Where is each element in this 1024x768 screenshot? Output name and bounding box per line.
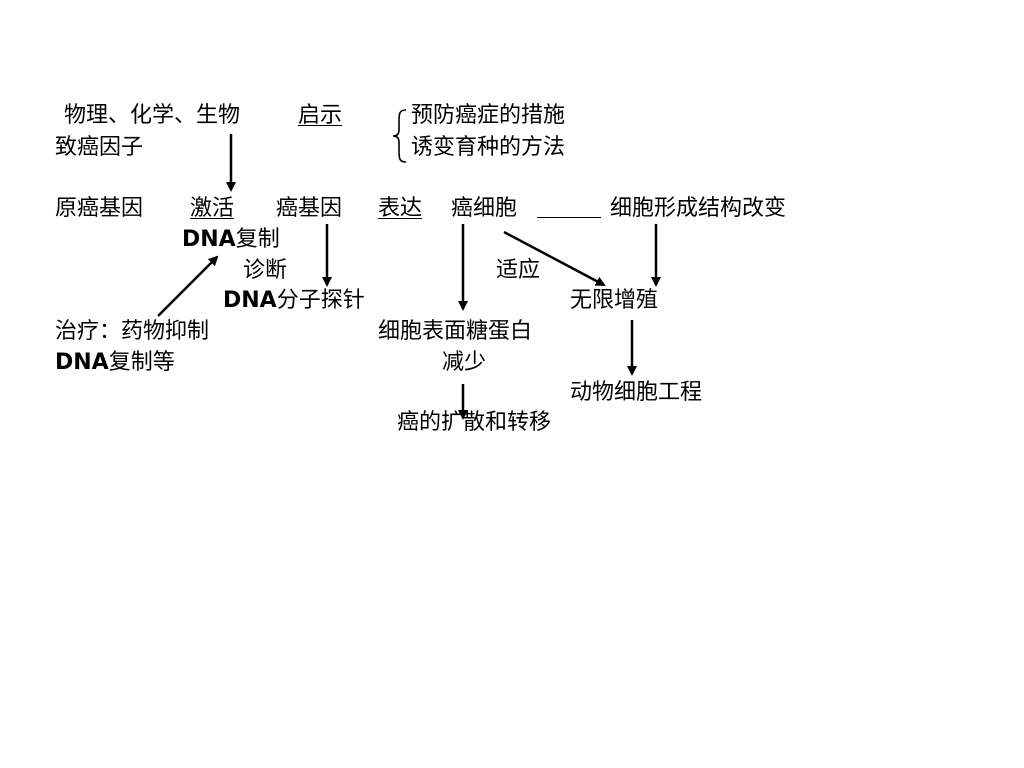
factors-label-bottom: 致癌因子 — [55, 135, 144, 160]
brace-item-breeding: 诱变育种的方法 — [411, 135, 566, 160]
oncogene-label: 癌基因 — [276, 196, 343, 221]
proto-oncogene-label: 原癌基因 — [55, 196, 144, 221]
cancer-cell-label: 癌细胞 — [451, 196, 518, 221]
arrow-treatment-to-replication — [157, 255, 219, 317]
label-biaoda: 表达 — [378, 196, 423, 221]
label-qishi: 启示 — [298, 103, 343, 128]
structure-change-label: 细胞形成结构改变 — [610, 196, 787, 221]
dna-replication-label: DNA复制 — [182, 227, 280, 252]
treatment-label-2: DNA复制等 — [55, 350, 175, 375]
animal-cell-engineering-label: 动物细胞工程 — [570, 380, 703, 405]
adapt-label: 适应 — [496, 258, 541, 283]
brace-item-prevention: 预防癌症的措施 — [411, 103, 566, 128]
unlimited-growth-label: 无限增殖 — [570, 288, 659, 313]
arrow-cancercell-to-growth — [503, 230, 606, 287]
curly-brace-icon — [392, 109, 407, 163]
factors-label-top: 物理、化学、生物 — [64, 103, 241, 128]
diagnosis-label: 诊断 — [243, 258, 288, 283]
decrease-label: 减少 — [442, 350, 487, 375]
treatment-label-1: 治疗：药物抑制 — [55, 319, 210, 344]
label-jihuo: 激活 — [190, 196, 235, 221]
glycoprotein-label: 细胞表面糖蛋白 — [378, 319, 533, 344]
spread-label: 癌的扩散和转移 — [397, 410, 552, 435]
dna-probe-label: DNA分子探针 — [223, 288, 365, 313]
blank-line — [537, 217, 601, 218]
